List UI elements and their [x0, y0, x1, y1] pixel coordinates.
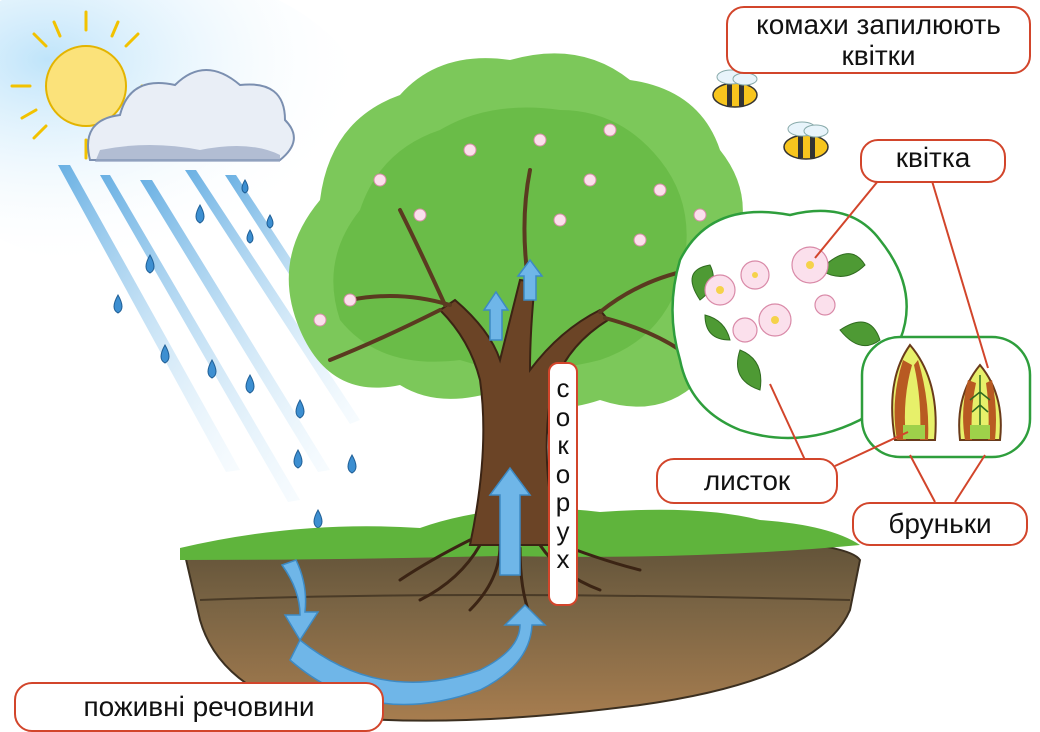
sap-flow-letter: с: [550, 374, 576, 403]
sap-flow-label: с о к о р у х: [548, 362, 578, 606]
insects-label-line-2: квітки: [728, 40, 1029, 71]
insects-label-line-1: комахи запилюють: [728, 9, 1029, 40]
sap-flow-letter: х: [550, 545, 576, 574]
insects-pollinate-label: комахи запилюють квітки: [726, 6, 1031, 74]
nutrients-label: поживні речовини: [14, 682, 384, 732]
flower-label: квітка: [860, 139, 1006, 183]
sap-flow-letter: у: [550, 517, 576, 546]
bud-callout: [862, 337, 1030, 457]
leaf-label: листок: [656, 458, 838, 504]
sap-flow-letter: о: [550, 403, 576, 432]
buds-label: бруньки: [852, 502, 1028, 546]
bee-icon: [713, 70, 828, 159]
sap-flow-letter: к: [550, 431, 576, 460]
sap-flow-letter: о: [550, 460, 576, 489]
sap-flow-letter: р: [550, 488, 576, 517]
